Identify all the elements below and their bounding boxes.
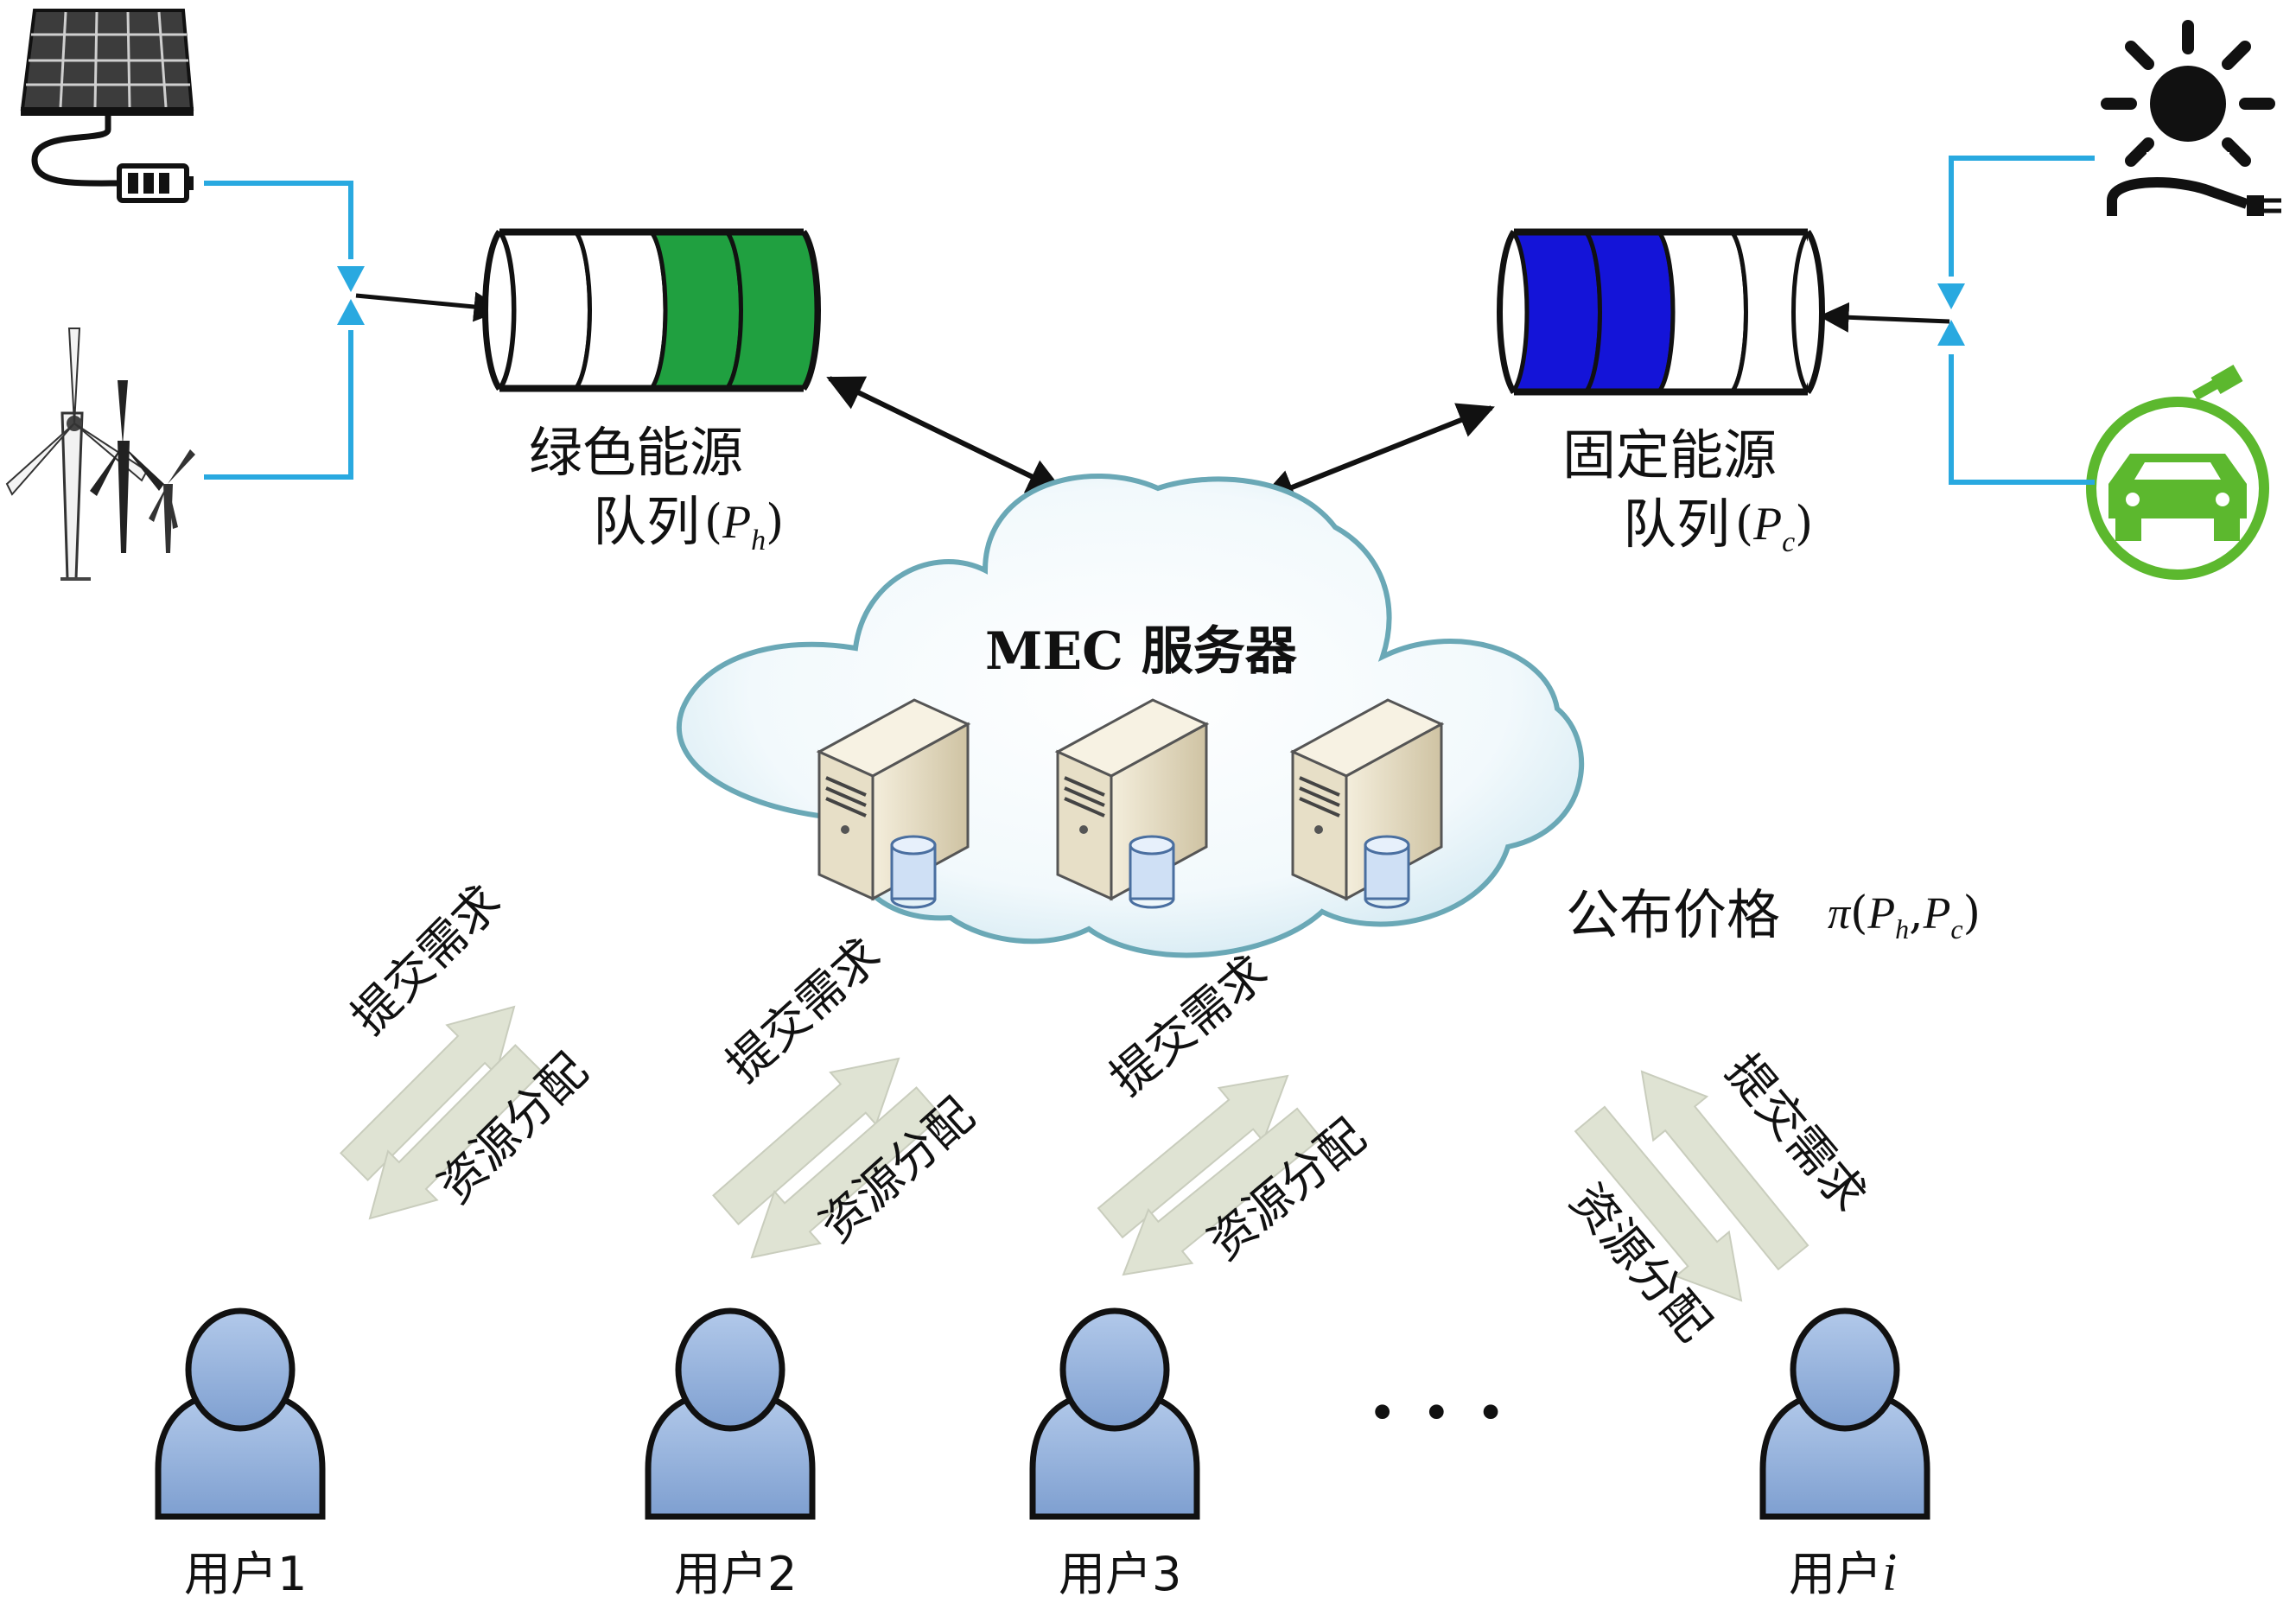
user-3: 用户3 [1029,1307,1200,1601]
queue-segment [723,231,819,390]
user-label: 用户3 [1059,1547,1181,1599]
user-label: 用户i [1789,1543,1897,1599]
submit-arrow [1640,1070,1809,1271]
battery-icon [117,163,194,203]
users: 用户1 用户2 用户3 用户i [155,1307,1930,1602]
fixed-queue-label-2: 队列 [1623,493,1730,556]
user-4: 用户i [1759,1307,1930,1602]
user-icon [1029,1307,1200,1520]
solar-panel-icon [20,9,194,187]
server-label: MEC 服务器 [985,621,1298,682]
green-queue-label: 绿色能源 [529,421,743,484]
queue-segment [1656,231,1748,393]
submit-arrow [339,1005,516,1182]
fixed-queue-label: 固定能源 [1562,423,1777,487]
feed-arrow [1818,302,1950,333]
fixed-energy-connector [1949,156,2095,485]
green-queue-server-link [826,376,1065,493]
user-1: 用户1 [155,1307,326,1601]
allocate-arrow [1574,1105,1743,1302]
queue-segment [1728,231,1822,393]
queue-segment [572,231,668,390]
connector-arrow-icon [337,266,365,292]
server-icons [816,698,1445,909]
user-icon [645,1307,816,1520]
green-energy-queue [482,228,821,392]
queue-segment [648,231,743,390]
connector-arrow-icon [1937,320,1965,346]
wind-turbine-icon [5,328,195,581]
green-queue-symbol: (Ph) [704,494,784,557]
user-2: 用户2 [645,1307,816,1601]
queue-segment [1510,231,1602,393]
submit-arrow [712,1057,900,1226]
user-icon [1759,1307,1930,1520]
feed-arrow [355,291,505,322]
allocate-arrow [1122,1107,1323,1276]
green-queue-label-2: 队列 [593,490,700,553]
queue-segment [1582,231,1676,393]
server-tower-icon [1289,698,1445,909]
sun-power-plug-icon [2101,20,2281,216]
price-function: π(Ph,Pc) [1828,887,1981,945]
user-label: 用户2 [674,1547,797,1599]
ellipsis: · · · [1369,1366,1504,1458]
fixed-energy-queue [1497,228,1825,396]
price-label: 公布价格 [1566,883,1780,946]
submit-arrow [1097,1074,1289,1239]
user-icon [155,1307,326,1520]
fixed-queue-server-link [1258,403,1495,505]
user-label: 用户1 [184,1547,307,1599]
fixed-queue-symbol: (Pc) [1735,496,1813,558]
allocate-arrow [368,1044,544,1220]
electric-car-icon [2086,364,2269,580]
green-energy-connector [204,181,353,480]
allocate-arrow [750,1086,943,1259]
connector-arrow-icon [337,299,365,325]
connector-arrow-icon [1937,283,1965,309]
server-tower-icon [1054,698,1210,909]
server-tower-icon [816,698,971,909]
